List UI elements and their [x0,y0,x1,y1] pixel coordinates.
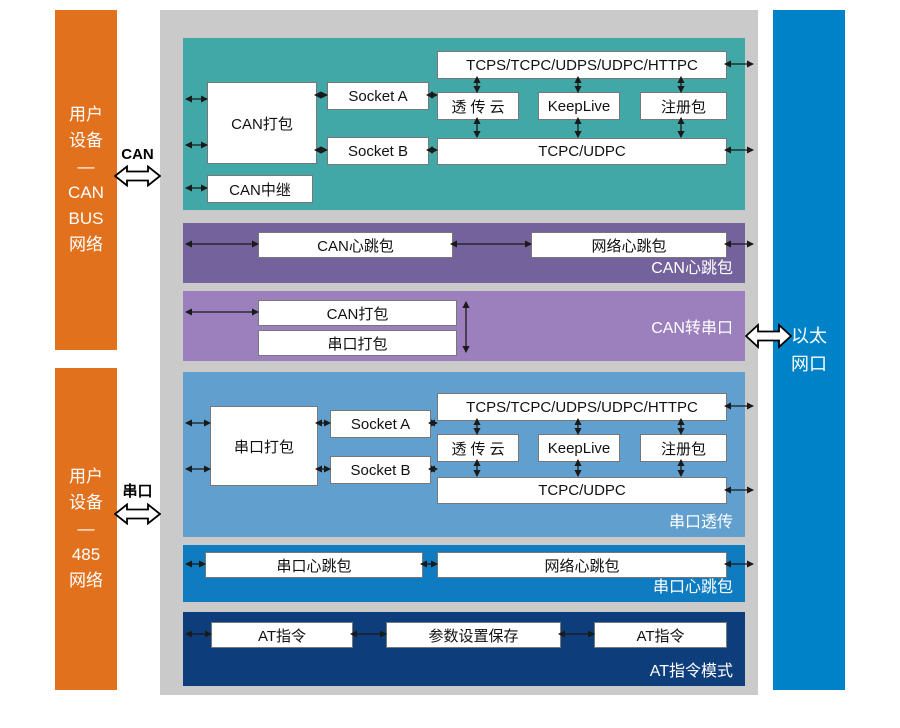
ethernet-connector [744,322,793,355]
device-function-container: CAN打包 Socket A Socket B CAN中继 TCPS/TCPC/… [160,10,758,695]
section-label-serial-net: 串口透传 [668,514,733,531]
box-at-command-left: AT指令 [211,622,353,648]
serial-bidirectional-arrow-icon [113,502,162,526]
section-can-network: CAN打包 Socket A Socket B CAN中继 TCPS/TCPC/… [183,38,745,210]
section-label-can-heartbeat: CAN心跳包 [651,260,733,277]
panel-user-canbus: 用户 设备 — CAN BUS 网络 [55,10,117,350]
box-socket-b: Socket B [327,137,429,165]
box-cloud: 透 传 云 [437,434,519,462]
panel-user-485: 用户 设备 — 485 网络 [55,368,117,690]
box-can-heartbeat: CAN心跳包 [258,232,453,258]
section-serial-network: 串口打包 Socket A Socket B TCPS/TCPC/UDPS/UD… [183,372,745,537]
section-label-can-to-serial: CAN转串口 [651,320,733,337]
box-can-pack: CAN打包 [258,300,457,326]
box-tcpc-udpc: TCPC/UDPC [437,477,727,504]
box-keeplive: KeepLive [538,92,620,120]
serial-connector-label: 串口 [122,483,153,500]
box-serial-heartbeat: 串口心跳包 [205,552,423,578]
box-tcpc-udpc: TCPC/UDPC [437,138,727,165]
box-socket-a: Socket A [330,410,431,438]
box-cloud: 透 传 云 [437,92,519,120]
ethernet-bidirectional-arrow-icon [744,322,793,350]
box-regpack: 注册包 [640,434,727,462]
box-serial-pack: 串口打包 [258,330,457,356]
box-at-command-right: AT指令 [594,622,727,648]
section-serial-heartbeat: 串口心跳包 网络心跳包 串口心跳包 [183,545,745,602]
box-param-save: 参数设置保存 [386,622,561,648]
section-label-at-mode: AT指令模式 [649,663,733,680]
box-socket-a: Socket A [327,82,429,110]
section-at-mode: AT指令 参数设置保存 AT指令 AT指令模式 [183,612,745,686]
box-serial-pack: 串口打包 [210,406,318,486]
box-net-heartbeat: 网络心跳包 [531,232,727,258]
panel-ethernet-label: 以太 网口 [791,326,827,374]
section-can-heartbeat: CAN心跳包 网络心跳包 CAN心跳包 [183,223,745,283]
panel-ethernet: 以太 网口 [773,10,845,690]
section-label-serial-heartbeat: 串口心跳包 [652,579,733,596]
serial-connector: 串口 [113,480,162,530]
box-protocols: TCPS/TCPC/UDPS/UDPC/HTTPC [437,51,727,79]
panel-user-canbus-label: 用户 设备 — CAN BUS 网络 [68,105,104,254]
section-can-to-serial: CAN打包 串口打包 CAN转串口 [183,291,745,361]
box-net-heartbeat: 网络心跳包 [437,552,727,578]
box-keeplive: KeepLive [538,434,620,462]
can-connector: CAN [113,146,162,192]
box-regpack: 注册包 [640,92,727,120]
box-socket-b: Socket B [330,456,431,484]
panel-user-485-label: 用户 设备 — 485 网络 [69,467,103,590]
can-connector-label: CAN [121,146,154,163]
box-can-pack: CAN打包 [207,82,317,164]
box-protocols: TCPS/TCPC/UDPS/UDPC/HTTPC [437,393,727,421]
box-can-relay: CAN中继 [207,175,313,203]
can-bidirectional-arrow-icon [113,164,162,188]
